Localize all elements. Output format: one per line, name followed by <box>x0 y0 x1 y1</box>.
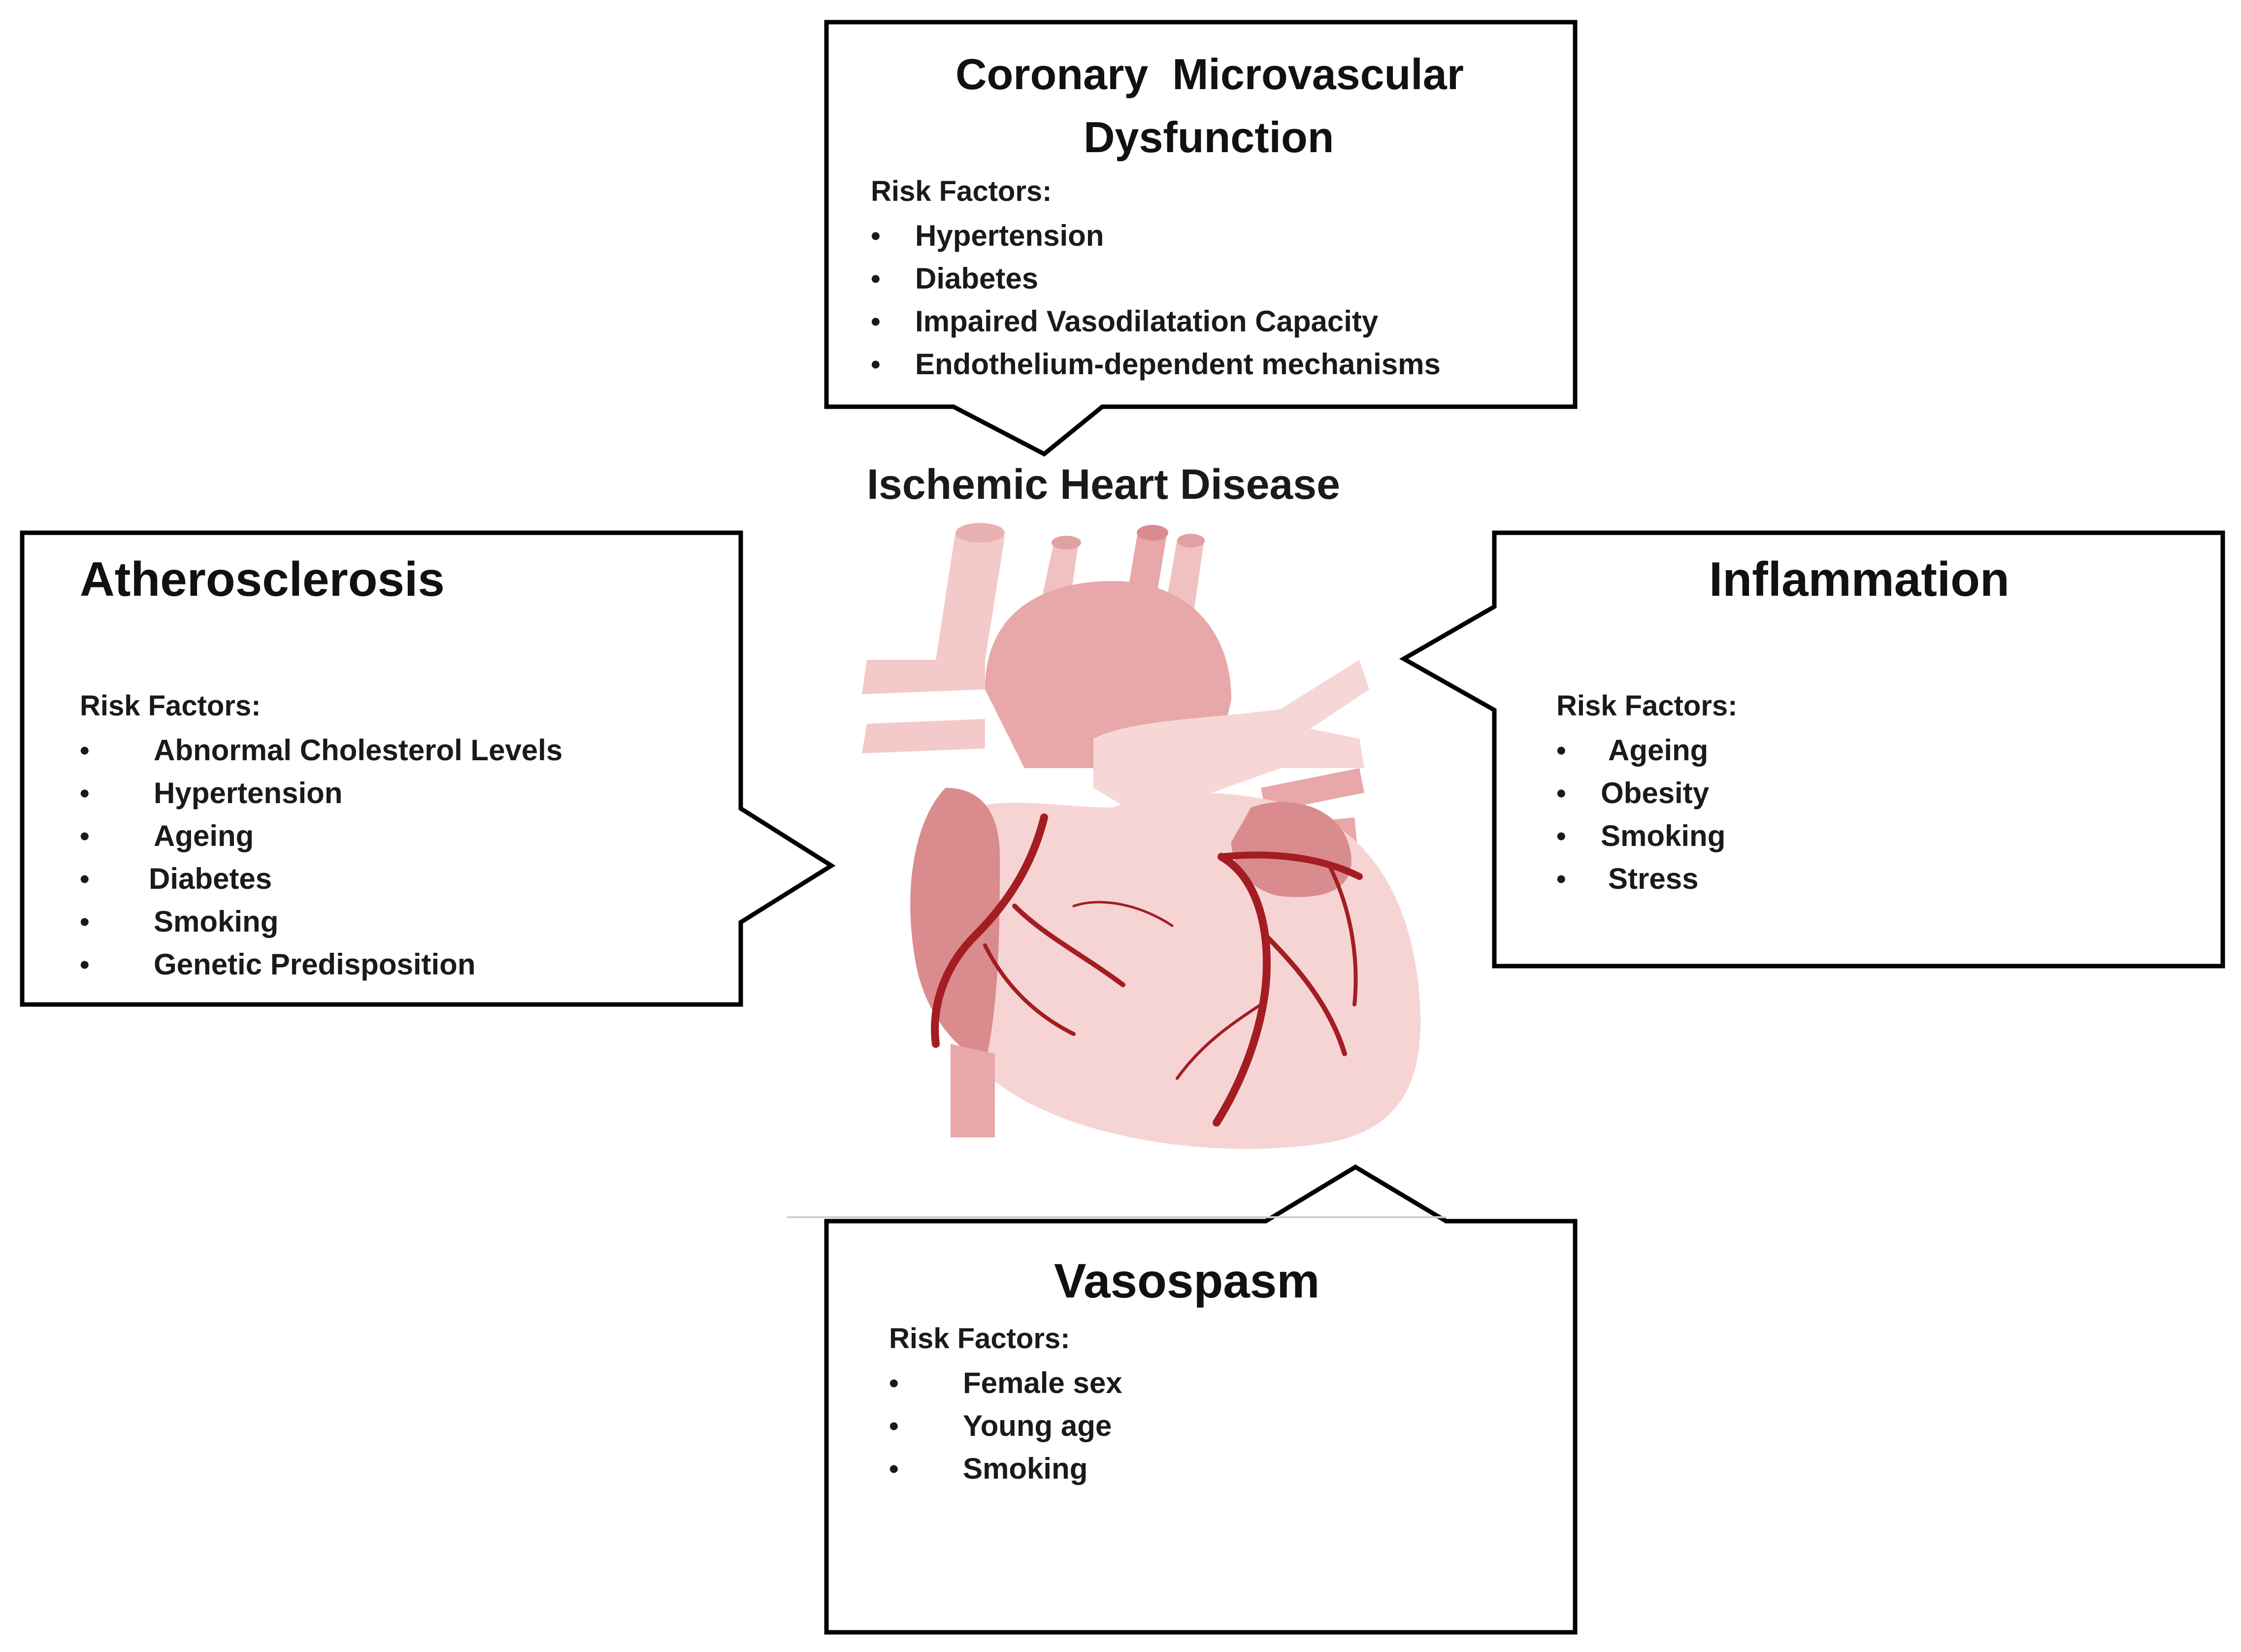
list-item-label: Female sex <box>963 1366 1122 1399</box>
list-item-label: Young age <box>963 1409 1112 1442</box>
bullet-icon: • <box>1556 820 1566 851</box>
brachiocephalic-opening <box>1052 536 1081 550</box>
bullet-icon: • <box>871 306 881 337</box>
bullet-icon: • <box>871 349 881 380</box>
atherosclerosis-callout-bubble <box>20 530 836 1007</box>
inflammation-callout-bubble <box>1399 530 2225 969</box>
cmd-title-line2: Dysfunction <box>1084 113 1334 162</box>
list-item-label: Smoking <box>963 1452 1088 1485</box>
vasospasm-title: Vasospasm <box>1054 1254 1320 1308</box>
cmd-title-line1: Coronary Microvascular <box>956 50 1464 98</box>
carotid-opening <box>1137 525 1168 541</box>
bullet-icon: • <box>80 777 90 809</box>
cmd-risk-label: Risk Factors: <box>871 175 1052 207</box>
list-item-label: Hypertension <box>154 777 343 810</box>
pulmonary-trunk <box>1093 660 1369 817</box>
vasospasm-risk-label: Risk Factors: <box>889 1323 1070 1355</box>
list-item-label: Smoking <box>1601 819 1726 852</box>
subclavian-opening <box>1177 534 1205 548</box>
diagonal-branch <box>1263 933 1347 1056</box>
small-branch <box>1072 901 1174 927</box>
pulmonary-vein-right <box>1261 768 1364 812</box>
heart-illustration <box>862 523 1421 1149</box>
septal-branch <box>1176 1003 1262 1080</box>
bullet-icon: • <box>871 263 881 294</box>
pulmonary-vein-left <box>862 660 985 694</box>
bullet-icon: • <box>889 1367 899 1398</box>
diagonal-branch-2 <box>1328 865 1358 1006</box>
list-item-label: Obesity <box>1601 777 1710 810</box>
inflammation-risk-label: Risk Factors: <box>1556 690 1738 722</box>
left-atrium <box>1231 802 1351 897</box>
list-item-label: Ageing <box>154 819 254 852</box>
right-atrium <box>910 788 1000 1064</box>
atherosclerosis-title: Atherosclerosis <box>80 552 445 606</box>
left-anterior-descending <box>1213 853 1271 1127</box>
list-item-label: Diabetes <box>915 262 1039 295</box>
cmd-callout-bubble <box>824 20 1578 457</box>
list-item-label: Endothelium-dependent mechanisms <box>915 348 1441 381</box>
bullet-icon: • <box>1556 735 1566 766</box>
center-title: Ischemic Heart Disease <box>867 461 1340 508</box>
rca-branch <box>1012 904 1125 987</box>
list-item-label: Abnormal Cholesterol Levels <box>154 734 563 767</box>
list-item-label: Smoking <box>154 905 279 938</box>
list-item-label: Stress <box>1608 862 1699 895</box>
bullet-icon: • <box>80 906 90 937</box>
vasospasm-callout-bubble <box>824 1164 1578 1635</box>
bullet-icon: • <box>80 949 90 980</box>
coronary-arteries <box>931 813 1363 1127</box>
bullet-icon: • <box>1556 777 1566 809</box>
bullet-icon: • <box>889 1453 899 1484</box>
right-coronary-artery <box>931 813 1048 1048</box>
bullet-icon: • <box>80 863 90 894</box>
vena-cava-opening <box>956 523 1005 543</box>
bullet-icon: • <box>80 735 90 766</box>
bullet-icon: • <box>871 220 881 251</box>
bullet-icon: • <box>80 820 90 851</box>
superior-vena-cava <box>936 525 1005 660</box>
bullet-icon: • <box>1556 863 1566 894</box>
atherosclerosis-risk-label: Risk Factors: <box>80 690 261 722</box>
list-item-label: Hypertension <box>915 219 1104 252</box>
great-vessels <box>862 523 1369 852</box>
inferior-vena-cava <box>951 1044 995 1137</box>
circumflex-artery <box>1218 851 1363 880</box>
bullet-icon: • <box>889 1410 899 1441</box>
list-item-label: Diabetes <box>149 862 272 895</box>
rca-marginal <box>983 943 1076 1036</box>
list-item-label: Ageing <box>1608 734 1709 767</box>
list-item-label: Impaired Vasodilatation Capacity <box>915 305 1379 338</box>
pulmonary-vein-left-lower <box>862 719 985 753</box>
list-item-label: Genetic Predisposition <box>154 948 476 981</box>
inflammation-title: Inflammation <box>1709 552 2010 606</box>
